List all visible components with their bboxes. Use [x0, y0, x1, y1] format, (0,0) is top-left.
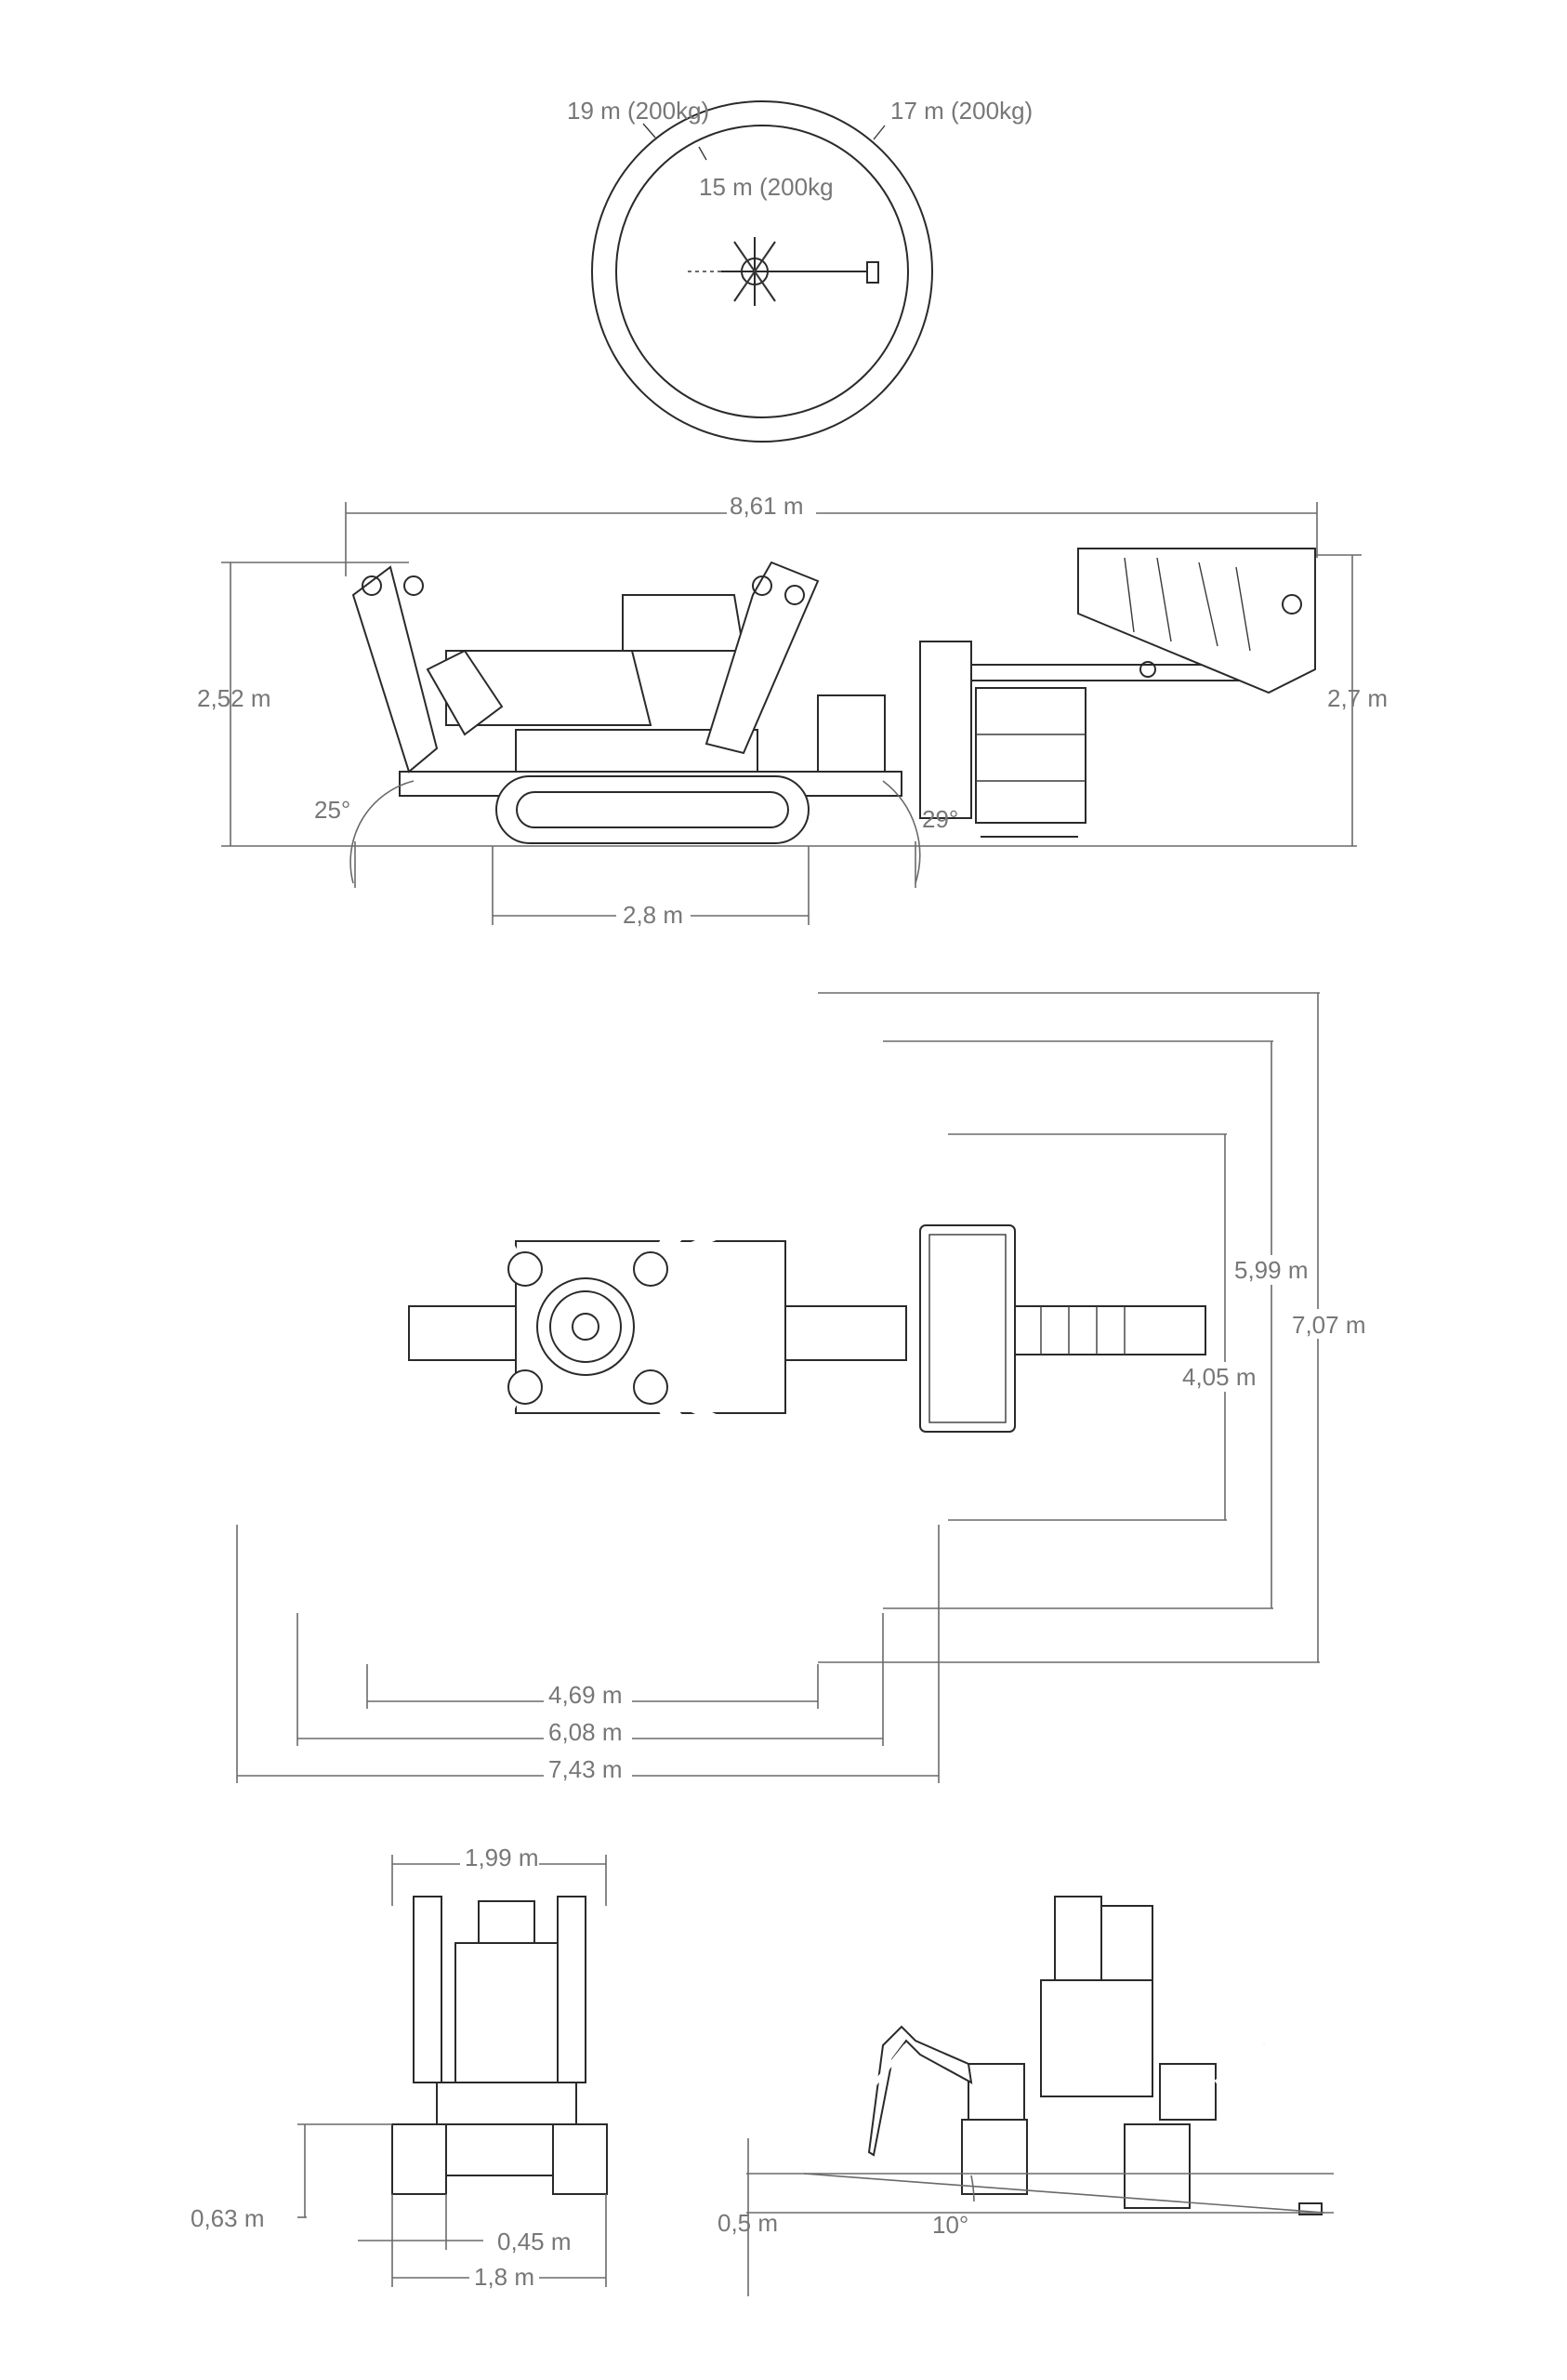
angle-front-label: 25° — [314, 796, 350, 824]
reach-inner-label: 15 m (200kg — [699, 173, 834, 201]
reach-circle-middle — [615, 125, 909, 418]
reach-outer-label: 19 m (200kg) — [567, 97, 709, 125]
dim-707-label: 7,07 m — [1292, 1311, 1366, 1339]
slope-view: 0,5 m 10° — [718, 1896, 1334, 2296]
height-basket-label: 2,7 m — [1327, 684, 1388, 712]
front-track-left — [391, 2123, 447, 2195]
angle-rear-label: 29° — [922, 805, 958, 833]
front-body — [454, 1942, 559, 2083]
length-label: 8,61 m — [730, 492, 804, 520]
basket-top — [919, 1224, 1016, 1433]
ground-offset-label: 0,5 m — [718, 2209, 778, 2237]
dim-469-label: 4,69 m — [548, 1681, 623, 1709]
front-width-label: 1,99 m — [465, 1844, 539, 1871]
ground-height-label: 0,63 m — [191, 2204, 265, 2232]
outrigger-left — [351, 565, 439, 774]
top-view: 4,05 m 5,99 m 7,07 m 4,69 m 6,08 m 7,43 … — [228, 981, 1376, 1785]
dim-599-label: 5,99 m — [1234, 1256, 1309, 1284]
front-track-right — [552, 2123, 608, 2195]
reach-circle-outer — [591, 100, 933, 443]
track-width-label: 0,45 m — [497, 2228, 572, 2255]
reach-diagram: 19 m (200kg) 17 m (200kg) 15 m (200kg — [567, 97, 1033, 443]
dim-608-label: 6,08 m — [548, 1718, 623, 1746]
outrigger-right — [704, 561, 820, 755]
front-view: 1,99 m 0,63 m 0,45 m 1,8 m — [191, 1843, 608, 2291]
machine-top-icon — [721, 237, 879, 306]
dim-405-label: 4,05 m — [1182, 1363, 1257, 1391]
track — [495, 775, 810, 844]
reach-middle-label: 17 m (200kg) — [890, 97, 1033, 125]
dim-743-label: 7,43 m — [548, 1755, 623, 1783]
track-length-label: 2,8 m — [623, 901, 683, 929]
outer-width-label: 1,8 m — [474, 2263, 534, 2291]
slope-body — [1040, 1979, 1153, 2097]
slope-angle-label: 10° — [932, 2211, 968, 2239]
side-view: 8,61 m 2,52 m 2,7 m — [197, 492, 1388, 929]
basket — [975, 687, 1086, 824]
slope-track-right — [1124, 2123, 1191, 2209]
slope-track-left — [961, 2119, 1028, 2195]
height-stowed-label: 2,52 m — [197, 684, 271, 712]
